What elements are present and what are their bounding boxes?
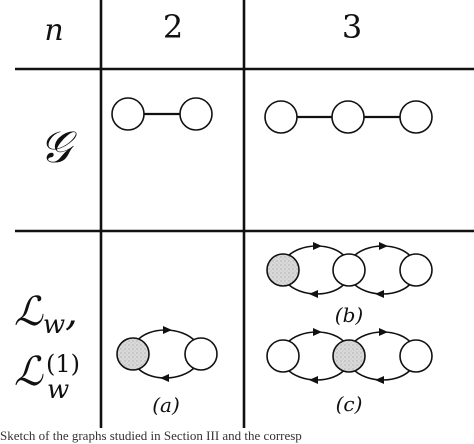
- header-col-3: 3: [342, 8, 362, 46]
- laplacian-2-main: ℒ: [14, 349, 44, 395]
- graph-n3-node-1: [264, 100, 298, 134]
- laplacian-2-sub: w: [47, 375, 69, 405]
- panel-a-arrow-bottom: [160, 374, 169, 382]
- row-label-graph: 𝒢: [39, 122, 77, 173]
- panel-b-node-1: [266, 253, 300, 287]
- panel-c-arrow-2-bottom: [375, 376, 384, 384]
- panel-c-diagram: [266, 328, 433, 384]
- row-label-laplacian-2: ℒ: [14, 349, 44, 395]
- panel-b-arrow-1-top: [313, 242, 322, 250]
- graph-n2-node-2: [179, 97, 213, 131]
- panel-c-node-3: [399, 339, 433, 373]
- header-n: n: [44, 13, 63, 48]
- header-col-2: 2: [163, 8, 183, 46]
- row-label-laplacian-1: ℒw,: [14, 289, 78, 340]
- panel-c-label: (c): [336, 392, 363, 416]
- panel-b-label: (b): [335, 303, 363, 327]
- panel-b-node-3: [399, 253, 433, 287]
- graph-n3-node-3: [399, 100, 433, 134]
- panel-a-arrow-top: [163, 326, 172, 334]
- figure-graph-table: n 2 3 𝒢 ℒw, ℒ (1) w (a): [14, 0, 474, 428]
- panel-b-node-2: [332, 253, 366, 287]
- panel-b-arrow-1-bottom: [309, 290, 318, 298]
- figure-caption: Sketch of the graphs studied in Section …: [0, 428, 302, 443]
- graph-n2: [111, 97, 213, 131]
- laplacian-1-sub: w: [43, 310, 65, 340]
- laplacian-2-sup: (1): [46, 350, 80, 378]
- panel-c-arrow-2-top: [379, 328, 388, 336]
- graph-n3-node-2: [331, 100, 365, 134]
- graph-n2-node-1: [111, 97, 145, 131]
- panel-c-node-1: [266, 339, 300, 373]
- panel-b-diagram: [266, 242, 433, 298]
- panel-c-arrow-1-bottom: [309, 376, 318, 384]
- panel-a-node-2: [184, 337, 218, 371]
- panel-b-arrow-2-bottom: [375, 290, 384, 298]
- panel-a-label: (a): [152, 393, 180, 417]
- panel-c-arrow-1-top: [313, 328, 322, 336]
- laplacian-1-suffix: ,: [65, 289, 78, 335]
- laplacian-1-main: ℒ: [14, 289, 44, 335]
- graph-n3: [264, 100, 433, 134]
- panel-b-arrow-2-top: [379, 242, 388, 250]
- panel-a-diagram: [116, 326, 218, 382]
- panel-c-node-2: [332, 339, 366, 373]
- panel-a-node-1: [116, 337, 150, 371]
